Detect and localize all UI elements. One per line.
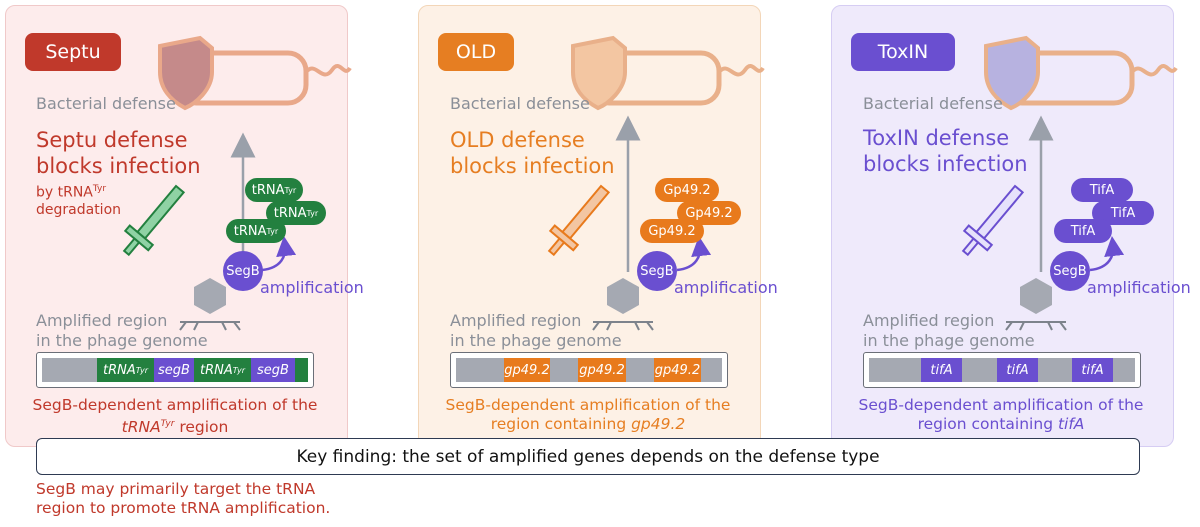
septu-segment-4: segB	[251, 358, 295, 382]
old-caption: SegB-dependent amplification of the regi…	[445, 396, 731, 433]
old-badge: OLD	[438, 33, 514, 71]
old-amplification-arrow	[676, 236, 712, 272]
septu-title: Septu defense blocks infection	[36, 127, 201, 179]
toxin-caption: SegB-dependent amplification of the regi…	[858, 396, 1144, 433]
septu-caption: SegB-dependent amplification of the tRNA…	[32, 396, 318, 437]
old-phage-icon	[592, 278, 654, 331]
footnote-line1: SegB may primarily target the tRNA	[36, 480, 316, 498]
toxin-amplification-label: amplification	[1087, 278, 1191, 297]
toxin-sword-icon	[961, 184, 1025, 257]
septu-badge: Septu	[25, 33, 121, 71]
old-segment-1: gp49.2	[504, 358, 550, 382]
toxin-segb-circle: SegB	[1050, 251, 1090, 291]
septu-subtitle-line1: by tRNATyr	[36, 184, 107, 201]
toxin-phage-icon	[1005, 278, 1067, 331]
toxin-segment-2: tifA	[997, 358, 1038, 382]
toxin-amplified-region-label: Amplified region in the phage genome	[863, 311, 1035, 350]
old-molecule-1: Gp49.2	[655, 178, 719, 202]
toxin-bacterial-defense: Bacterial defense	[863, 94, 1003, 113]
septu-subtitle-line2: degradation	[36, 201, 122, 218]
septu-bacterial-defense: Bacterial defense	[36, 94, 176, 113]
septu-badge-label: Septu	[45, 41, 101, 63]
septu-segment-5	[295, 358, 308, 382]
old-bacterial-defense: Bacterial defense	[450, 94, 590, 113]
old-sword-icon	[547, 184, 611, 257]
footnote-line2: region to promote tRNA amplification.	[36, 499, 331, 517]
septu-phage-icon	[179, 278, 241, 331]
old-title-line1: OLD defense	[450, 128, 585, 152]
key-finding-text: Key finding: the set of amplified genes …	[296, 446, 880, 467]
toxin-amplification-arrow	[1089, 236, 1125, 272]
toxin-title-line2: blocks infection	[863, 152, 1028, 176]
toxin-molecule-1: TifA	[1071, 178, 1133, 202]
septu-sword-icon	[122, 184, 186, 257]
toxin-genome-bar: tifA tifA tifA	[863, 352, 1141, 388]
toxin-badge-label: ToxIN	[877, 41, 929, 63]
toxin-segment-1: tifA	[921, 358, 962, 382]
key-finding-box: Key finding: the set of amplified genes …	[36, 438, 1140, 475]
septu-amplified-region-label: Amplified region in the phage genome	[36, 311, 208, 350]
old-molecule-3: Gp49.2	[640, 219, 704, 243]
toxin-title-line1: ToxIN defense	[863, 126, 1010, 150]
septu-title-line2: blocks infection	[36, 154, 201, 178]
footnote: SegB may primarily target the tRNA regio…	[36, 480, 330, 518]
toxin-title: ToxIN defense blocks infection	[863, 125, 1028, 177]
old-segment-2: gp49.2	[578, 358, 626, 382]
old-title-line2: blocks infection	[450, 154, 615, 178]
septu-amplification-label: amplification	[260, 278, 364, 297]
septu-subtitle: by tRNATyr degradation	[36, 181, 121, 219]
old-genome-bar: gp49.2 gp49.2 gp49.2	[450, 352, 728, 388]
septu-segb-circle: SegB	[223, 251, 263, 291]
septu-segment-2: segB	[154, 358, 194, 382]
septu-amplification-arrow	[261, 236, 297, 272]
old-badge-label: OLD	[455, 41, 497, 63]
septu-title-line1: Septu defense	[36, 128, 188, 152]
toxin-molecule-3: TifA	[1054, 219, 1112, 243]
toxin-badge: ToxIN	[851, 33, 955, 71]
septu-shield-icon	[158, 35, 214, 111]
old-amplified-region-label: Amplified region in the phage genome	[450, 311, 622, 350]
old-molecule-2: Gp49.2	[677, 201, 741, 225]
toxin-segment-3: tifA	[1072, 358, 1113, 382]
old-segb-circle: SegB	[637, 251, 677, 291]
old-shield-icon	[571, 35, 627, 111]
old-title: OLD defense blocks infection	[450, 127, 615, 179]
old-amplification-label: amplification	[674, 278, 778, 297]
old-segment-3: gp49.2	[654, 358, 701, 382]
toxin-shield-icon	[984, 35, 1040, 111]
